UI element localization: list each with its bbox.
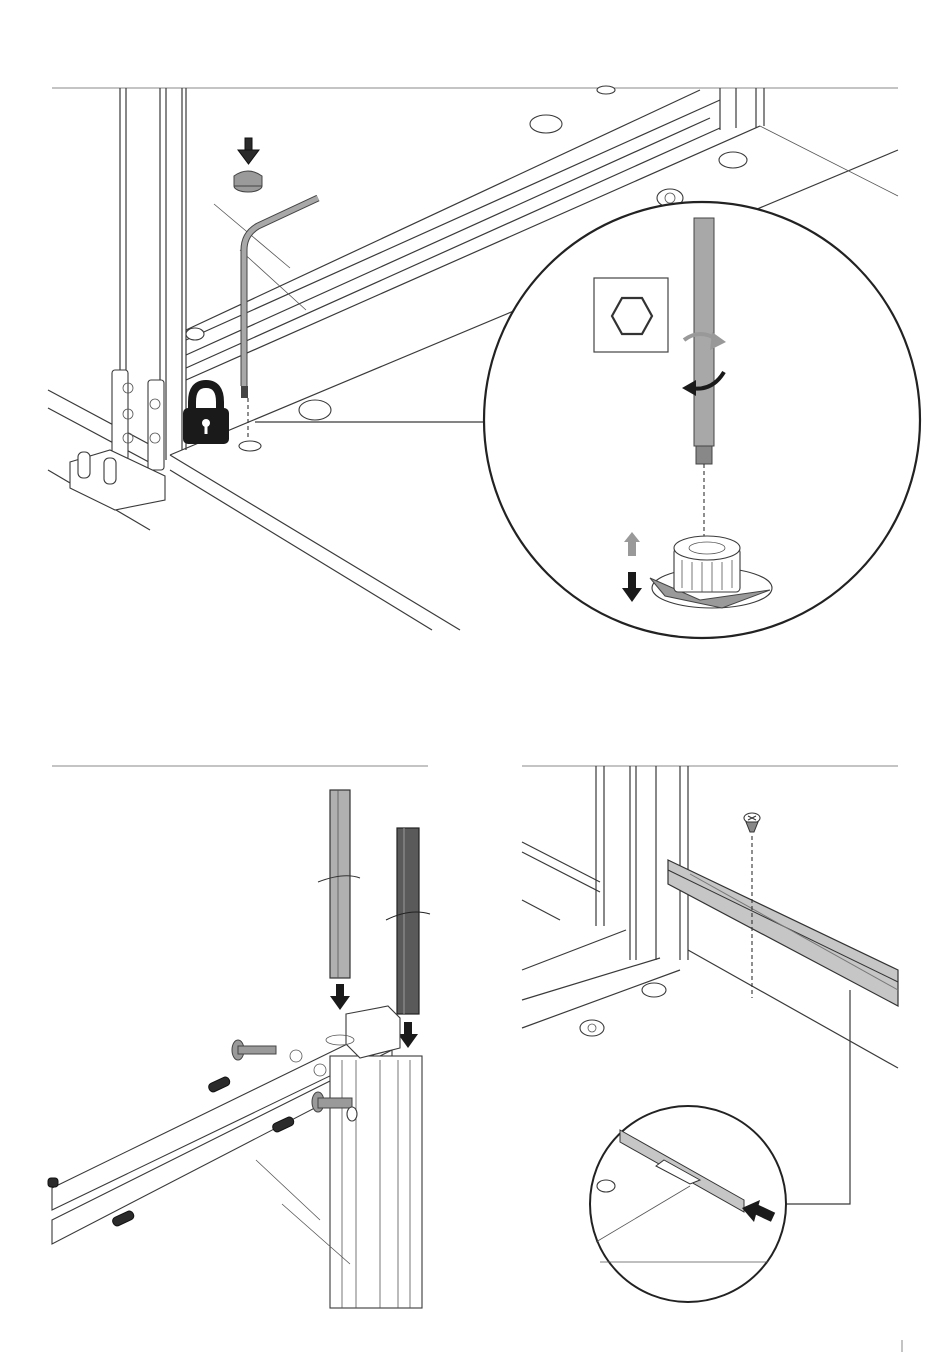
detail-connector-line: [780, 990, 850, 1204]
countersunk-screw: [744, 813, 760, 832]
detail-circle-hex-adjuster: [484, 202, 920, 638]
hexagon-icon: [594, 278, 668, 352]
step-panel-bottom-left: [48, 766, 430, 1308]
lock-icon: [183, 384, 229, 444]
detail-circle-slide-track: [590, 1106, 786, 1302]
step-panel-bottom-right: [522, 766, 898, 1302]
top-track: [668, 860, 898, 1006]
insert-arrow-2: [398, 1022, 418, 1048]
cabinet-corner-illustration: [522, 766, 898, 1068]
push-down-arrow: [238, 138, 259, 164]
cap-plug: [234, 171, 262, 192]
insert-arrow-1: [330, 984, 350, 1010]
step-panel-top: [48, 86, 920, 638]
screw-hole: [239, 441, 261, 451]
guide-rail-1: [318, 790, 360, 978]
guide-rail-2: [386, 828, 430, 1014]
